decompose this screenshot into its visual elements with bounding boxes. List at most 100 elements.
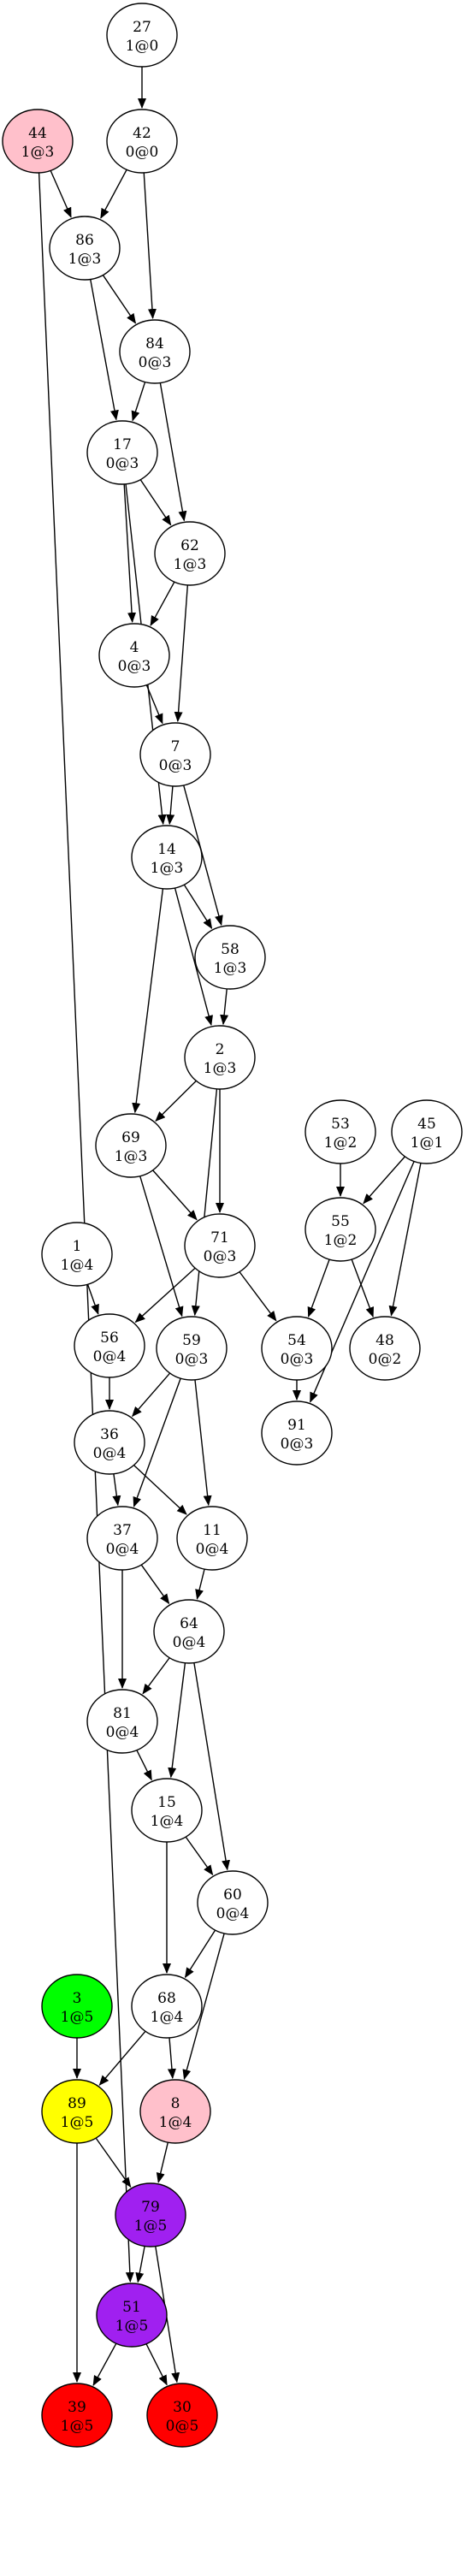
node-id-label: 89 [68,2095,86,2112]
edge-7-to-58 [183,785,223,927]
edge-17-to-4 [123,483,137,624]
node-value-label: 0@4 [173,1634,206,1651]
node-value-label: 1@5 [115,2318,149,2335]
node-id-label: 45 [417,1116,436,1133]
node-shape [146,2383,218,2448]
graph-node-91: 910@3 [261,1401,333,1466]
edge-59-to-37 [133,1377,181,1507]
graph-node-44: 441@3 [2,109,74,174]
node-shape [391,1099,463,1164]
edge-58-to-2 [220,988,229,1026]
node-shape [41,1222,113,1287]
graph-node-39: 391@5 [41,2383,113,2448]
edge-45-to-48 [388,1163,422,1317]
edge-71-to-56 [134,1267,196,1324]
node-value-label: 0@4 [216,1905,250,1922]
node-id-label: 56 [100,1329,119,1347]
node-id-label: 4 [130,639,139,656]
node-shape [156,1316,228,1381]
node-shape [131,1974,203,2039]
graph-node-55: 551@2 [304,1197,376,1262]
node-value-label: 1@4 [61,1257,94,1274]
graph-node-36: 360@4 [74,1410,145,1475]
node-value-label: 1@3 [151,860,184,877]
graph-node-11: 110@4 [176,1506,248,1571]
graph-node-81: 810@4 [86,1689,158,1754]
graph-node-64: 640@4 [153,1599,225,1664]
graph-node-71: 710@3 [184,1213,256,1278]
node-id-label: 60 [223,1886,242,1904]
node-shape [41,2383,113,2448]
node-id-label: 68 [157,1990,176,2007]
node-shape [184,1213,256,1278]
edge-14-to-69 [132,888,164,1114]
edge-44-to-86 [50,170,72,218]
nodes-layer: 271@0441@3420@0861@3840@3170@3621@340@37… [2,3,463,2448]
node-value-label: 1@5 [61,2009,94,2026]
edge-60-to-68 [184,1929,216,1979]
node-id-label: 2 [216,1041,225,1058]
graph-node-30: 300@5 [146,2383,218,2448]
edge-42-to-84 [143,172,157,320]
node-value-label: 0@3 [204,1248,237,1265]
graph-node-45: 451@1 [391,1099,463,1164]
node-id-label: 58 [221,941,239,958]
edge-14-to-58 [183,884,213,930]
edge-84-to-17 [131,382,146,422]
node-value-label: 1@5 [134,2218,168,2235]
node-value-label: 1@4 [159,2114,192,2131]
edge-69-to-59 [139,1175,184,1318]
node-value-label: 1@3 [204,1060,237,1077]
node-shape [41,2079,113,2144]
node-id-label: 8 [171,2095,180,2112]
node-shape [131,825,203,890]
node-id-label: 27 [133,19,151,36]
graph-node-58: 581@3 [194,925,266,990]
edges-layer [38,67,422,2386]
node-shape [86,1506,158,1571]
node-id-label: 81 [113,1705,132,1722]
graph-node-62: 621@3 [154,521,226,586]
edge-62-to-4 [150,581,175,626]
edge-45-to-55 [363,1156,405,1205]
node-id-label: 36 [100,1426,119,1443]
node-value-label: 0@5 [166,2418,199,2435]
edge-2-to-59 [191,1088,218,1317]
node-id-label: 39 [68,2399,86,2416]
node-id-label: 53 [331,1116,350,1133]
node-shape [154,521,226,586]
graph-node-4: 40@3 [98,623,170,688]
edge-14-to-2 [174,887,213,1027]
node-value-label: 1@3 [174,556,207,573]
node-value-label: 0@4 [106,1541,139,1558]
graph-node-56: 560@4 [74,1313,145,1378]
node-shape [349,1316,421,1381]
node-id-label: 3 [73,1990,82,2007]
graph-node-84: 840@3 [119,319,191,384]
node-value-label: 1@3 [115,1148,148,1165]
edge-69-to-71 [152,1170,198,1221]
node-shape [86,1689,158,1754]
node-value-label: 1@3 [68,251,102,268]
node-value-label: 0@3 [118,658,151,675]
node-value-label: 1@2 [324,1134,358,1152]
graph-node-59: 590@3 [156,1316,228,1381]
node-value-label: 0@3 [106,455,139,472]
node-value-label: 0@4 [196,1541,229,1558]
node-shape [98,623,170,688]
node-shape [261,1401,333,1466]
node-value-label: 1@5 [61,2418,94,2435]
graph-node-86: 861@3 [49,216,121,281]
node-id-label: 79 [141,2199,160,2216]
edge-51-to-30 [145,2343,168,2386]
edge-15-to-60 [185,1836,214,1876]
node-shape [304,1197,376,1262]
edge-2-to-69 [155,1080,197,1122]
graph-node-3: 31@5 [41,1974,113,2039]
node-value-label: 1@2 [324,1232,358,1249]
node-value-label: 1@1 [411,1134,444,1152]
node-shape [106,3,178,68]
edge-51-to-39 [92,2342,117,2386]
node-id-label: 69 [121,1129,140,1146]
node-id-label: 42 [133,125,151,142]
